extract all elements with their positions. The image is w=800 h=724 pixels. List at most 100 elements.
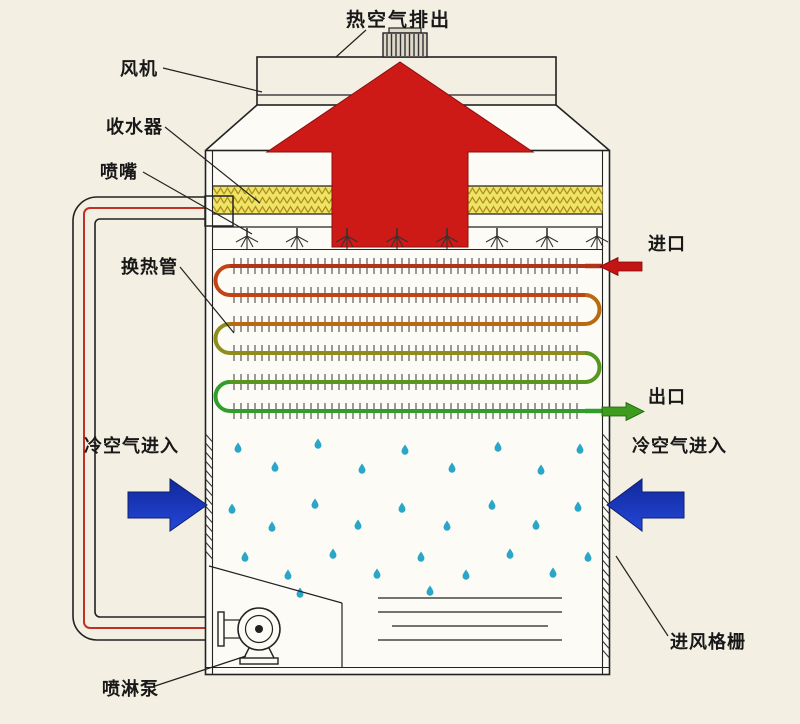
grille-hatch xyxy=(602,478,610,488)
grille-hatch xyxy=(205,442,213,452)
grille-hatch xyxy=(602,550,610,560)
label-hot-air-out: 热空气排出 xyxy=(346,8,451,31)
outlet-arrow xyxy=(601,401,645,422)
grille-hatch xyxy=(205,460,213,470)
grille-hatch xyxy=(602,604,610,614)
spray-nozzle xyxy=(285,228,309,249)
pump-volute-inner xyxy=(244,614,274,644)
water-droplet xyxy=(311,498,319,509)
water-droplet xyxy=(373,568,381,579)
water-droplet xyxy=(549,567,557,578)
grille-hatch xyxy=(205,496,213,506)
water-droplet xyxy=(314,438,322,449)
cold-air-arrow-right xyxy=(606,478,685,532)
water-droplet xyxy=(284,569,292,580)
grille-hatch xyxy=(205,541,213,551)
water-droplet xyxy=(241,551,249,562)
pump-leg-right xyxy=(268,647,275,659)
grille-hatch xyxy=(602,613,610,623)
tube-bend-left xyxy=(213,264,231,297)
label-spray-pump: 喷淋泵 xyxy=(102,678,159,700)
water-droplet xyxy=(448,462,456,473)
water-droplet xyxy=(462,569,470,580)
spray-droplets xyxy=(228,438,592,598)
pump-volute-outer xyxy=(237,607,281,651)
water-droplet xyxy=(234,442,242,453)
basin-slope-line xyxy=(208,565,343,604)
spray-nozzle xyxy=(485,228,509,249)
water-droplet xyxy=(574,501,582,512)
external-water-pipe xyxy=(72,196,224,641)
grille-hatch xyxy=(602,460,610,470)
pipe-water-line xyxy=(83,207,220,629)
pipe-outer-line xyxy=(72,196,224,641)
label-water-collector: 收水器 xyxy=(106,116,163,138)
grille-hatch xyxy=(602,541,610,551)
label-air-grille: 进风格栅 xyxy=(670,631,746,653)
water-droplet xyxy=(494,441,502,452)
spray-nozzle xyxy=(235,228,259,249)
grille-hatch xyxy=(602,640,610,650)
pipe-inner-line xyxy=(94,218,224,618)
grille-hatch xyxy=(602,622,610,632)
spray-nozzle xyxy=(335,228,359,249)
leader-fan xyxy=(162,67,263,93)
right-air-grille xyxy=(602,433,610,659)
grille-hatch xyxy=(205,433,213,443)
water-level-lines xyxy=(378,597,562,641)
grille-hatch xyxy=(205,514,213,524)
leader-water-collector xyxy=(164,126,261,204)
spray-nozzle-row xyxy=(235,228,609,249)
label-fan: 风机 xyxy=(120,59,158,80)
tube-bend-left xyxy=(213,322,231,355)
leader-spray-pump xyxy=(154,655,247,687)
spray-nozzle xyxy=(585,228,609,249)
tube-bend-right xyxy=(584,293,602,326)
heat-exchanger-coil xyxy=(213,258,603,419)
water-droplet xyxy=(537,464,545,475)
leader-nozzle xyxy=(142,171,253,235)
water-droplet xyxy=(358,463,366,474)
label-inlet: 进口 xyxy=(648,234,686,255)
spray-header-inlet-box xyxy=(204,195,234,227)
label-heat-tube: 换热管 xyxy=(121,256,178,278)
grille-hatch xyxy=(205,451,213,461)
water-droplet xyxy=(417,551,425,562)
grille-hatch xyxy=(602,649,610,659)
pump-base xyxy=(239,657,279,665)
grille-hatch xyxy=(602,514,610,524)
cold-air-arrow-left xyxy=(127,478,208,532)
label-nozzle: 喷嘴 xyxy=(100,162,138,183)
grille-hatch xyxy=(602,586,610,596)
grille-hatch xyxy=(602,595,610,605)
label-cold-air-left: 冷空气进入 xyxy=(84,435,179,457)
tube-bend-right xyxy=(584,351,602,384)
water-droplet xyxy=(443,520,451,531)
leader-lines xyxy=(142,29,669,687)
grille-hatch xyxy=(602,631,610,641)
leader-air-grille xyxy=(615,555,669,637)
grille-hatch xyxy=(205,478,213,488)
label-outlet: 出口 xyxy=(648,386,686,408)
fan-motor-fins xyxy=(386,34,424,56)
water-droplet xyxy=(584,551,592,562)
water-droplet xyxy=(296,587,304,598)
grille-hatch xyxy=(602,505,610,515)
grille-hatch xyxy=(602,532,610,542)
grille-hatch xyxy=(602,523,610,533)
water-droplet xyxy=(398,502,406,513)
water-droplet xyxy=(488,499,496,510)
water-droplet xyxy=(271,461,279,472)
grille-hatch xyxy=(205,523,213,533)
water-droplet xyxy=(576,443,584,454)
fan-transition-right xyxy=(555,104,610,151)
water-droplet xyxy=(426,585,434,596)
grille-hatch xyxy=(602,442,610,452)
water-droplet xyxy=(268,521,276,532)
fan-transition-left xyxy=(205,104,258,151)
water-droplet xyxy=(532,519,540,530)
inlet-arrow xyxy=(599,256,643,277)
left-air-grille xyxy=(205,433,213,560)
grille-hatch xyxy=(205,487,213,497)
